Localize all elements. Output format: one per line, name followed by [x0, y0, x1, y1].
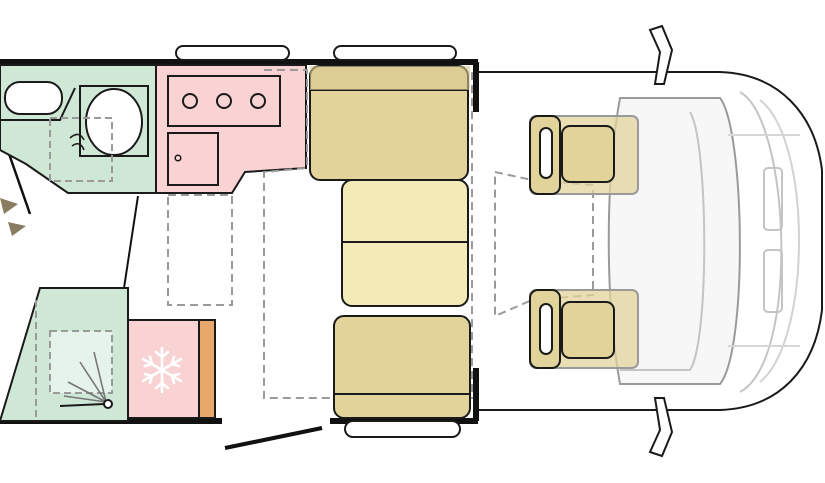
seat-armrest	[539, 127, 553, 179]
dinette	[309, 65, 471, 419]
sink[interactable]	[167, 132, 219, 186]
bed-outline	[263, 68, 473, 399]
fridge	[127, 319, 216, 419]
hob[interactable]	[167, 75, 281, 127]
shower-tray-top	[49, 117, 113, 182]
cab-nose-outline	[478, 71, 823, 411]
roof-window-kitchen[interactable]	[175, 45, 290, 61]
vehicle-body	[478, 71, 823, 411]
mirror-bottom[interactable]	[648, 397, 674, 458]
shower	[0, 287, 129, 422]
cab-seat-passenger[interactable]	[529, 289, 639, 369]
kitchen	[155, 64, 307, 194]
table-outline	[167, 194, 233, 306]
washroom-inner-wall	[0, 87, 76, 121]
drain-icon	[69, 133, 85, 151]
roof-windows	[175, 45, 461, 438]
cab-seat-driver[interactable]	[529, 115, 639, 195]
hob-burner-icon[interactable]	[216, 93, 232, 109]
shower-tray	[49, 330, 113, 394]
washbasin[interactable]	[4, 81, 63, 115]
cab-rib	[728, 134, 800, 347]
bench-top-shade	[310, 66, 470, 90]
shower-icon[interactable]	[63, 351, 107, 403]
zone-divider	[123, 195, 139, 289]
side-window-bottom[interactable]	[344, 420, 461, 438]
roof-window-dinette[interactable]	[333, 45, 457, 61]
shower-rail	[59, 403, 105, 407]
seat-cushion	[561, 125, 615, 183]
cab	[529, 24, 800, 458]
mirror-top[interactable]	[648, 24, 674, 85]
seat-armrest	[539, 303, 553, 355]
sink-drain-icon	[174, 154, 182, 162]
shower-head[interactable]	[103, 399, 113, 409]
washroom	[0, 64, 157, 194]
windscreen-outer	[759, 99, 800, 383]
cab-vent-upper	[763, 167, 783, 231]
bench-bottom[interactable]	[333, 315, 471, 419]
cab-vent-lower	[763, 249, 783, 313]
entrance-door[interactable]	[224, 426, 323, 450]
seat-cushion	[561, 301, 615, 359]
toilet[interactable]	[85, 88, 143, 156]
hob-burner-icon[interactable]	[182, 93, 198, 109]
snowflake-icon	[141, 346, 183, 394]
windscreen	[739, 91, 783, 393]
fridge-door-strip	[198, 319, 216, 419]
dashboard-inner	[620, 111, 706, 371]
kitchen-counter	[155, 64, 307, 194]
hob-burner-icon[interactable]	[250, 93, 266, 109]
entrance-arrow-icon	[0, 198, 26, 236]
